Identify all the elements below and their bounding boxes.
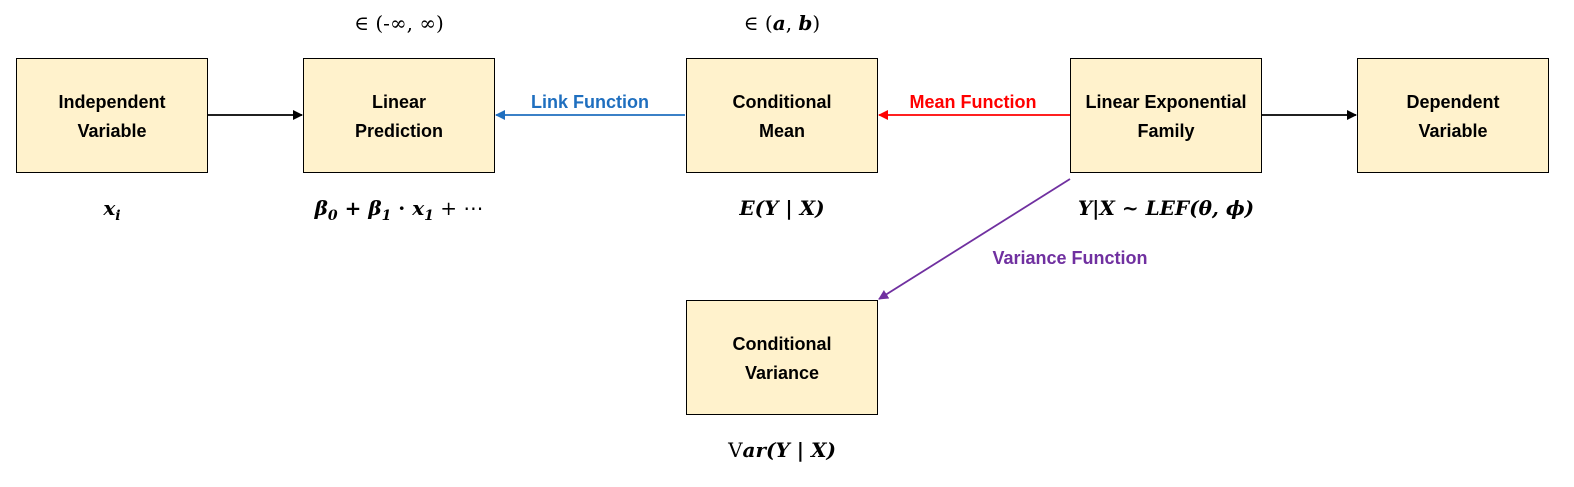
node-label-line1: Conditional	[733, 92, 832, 112]
node-label-line2: Variable	[1418, 121, 1487, 141]
lef-annotation: Y|X ~ LEF(θ, ϕ)	[1078, 196, 1254, 220]
node-label-line1: Linear	[372, 92, 426, 112]
node-label-line1: Dependent	[1406, 92, 1499, 112]
node-conditional-mean: Conditional Mean	[686, 58, 878, 173]
edge-variance-function	[878, 178, 1071, 300]
linear-predictor-annotation: β0 + β1 · x1 + ⋯	[314, 196, 484, 224]
conditional-mean-annotation: E(Y | X)	[738, 196, 824, 220]
node-label-line2: Mean	[759, 121, 805, 141]
node-label-line2: Prediction	[355, 121, 443, 141]
node-label-line1: Conditional	[733, 334, 832, 354]
node-independent-variable: Independent Variable	[16, 58, 208, 173]
node-linear-prediction: Linear Prediction	[303, 58, 495, 173]
node-label-line1: Independent	[59, 92, 166, 112]
variance-function-label: Variance Function	[992, 248, 1147, 268]
xi-annotation: xi	[102, 196, 120, 224]
node-label-line2: Variable	[77, 121, 146, 141]
node-dependent-variable: Dependent Variable	[1357, 58, 1549, 173]
range-real-annotation: ∈ (-∞, ∞)	[354, 11, 444, 35]
node-conditional-variance: Conditional Variance	[686, 300, 878, 415]
link-function-label: Link Function	[531, 92, 649, 112]
node-linear-exponential-family: Linear Exponential Family	[1070, 58, 1262, 173]
mean-function-label: Mean Function	[910, 92, 1037, 112]
node-label-line2: Family	[1137, 121, 1194, 141]
variance-annotation: Var(Y | X)	[727, 438, 836, 462]
range-ab-annotation: ∈ (a, b)	[744, 11, 820, 35]
node-label-line2: Variance	[745, 363, 819, 383]
node-label-line1: Linear Exponential	[1085, 92, 1246, 112]
